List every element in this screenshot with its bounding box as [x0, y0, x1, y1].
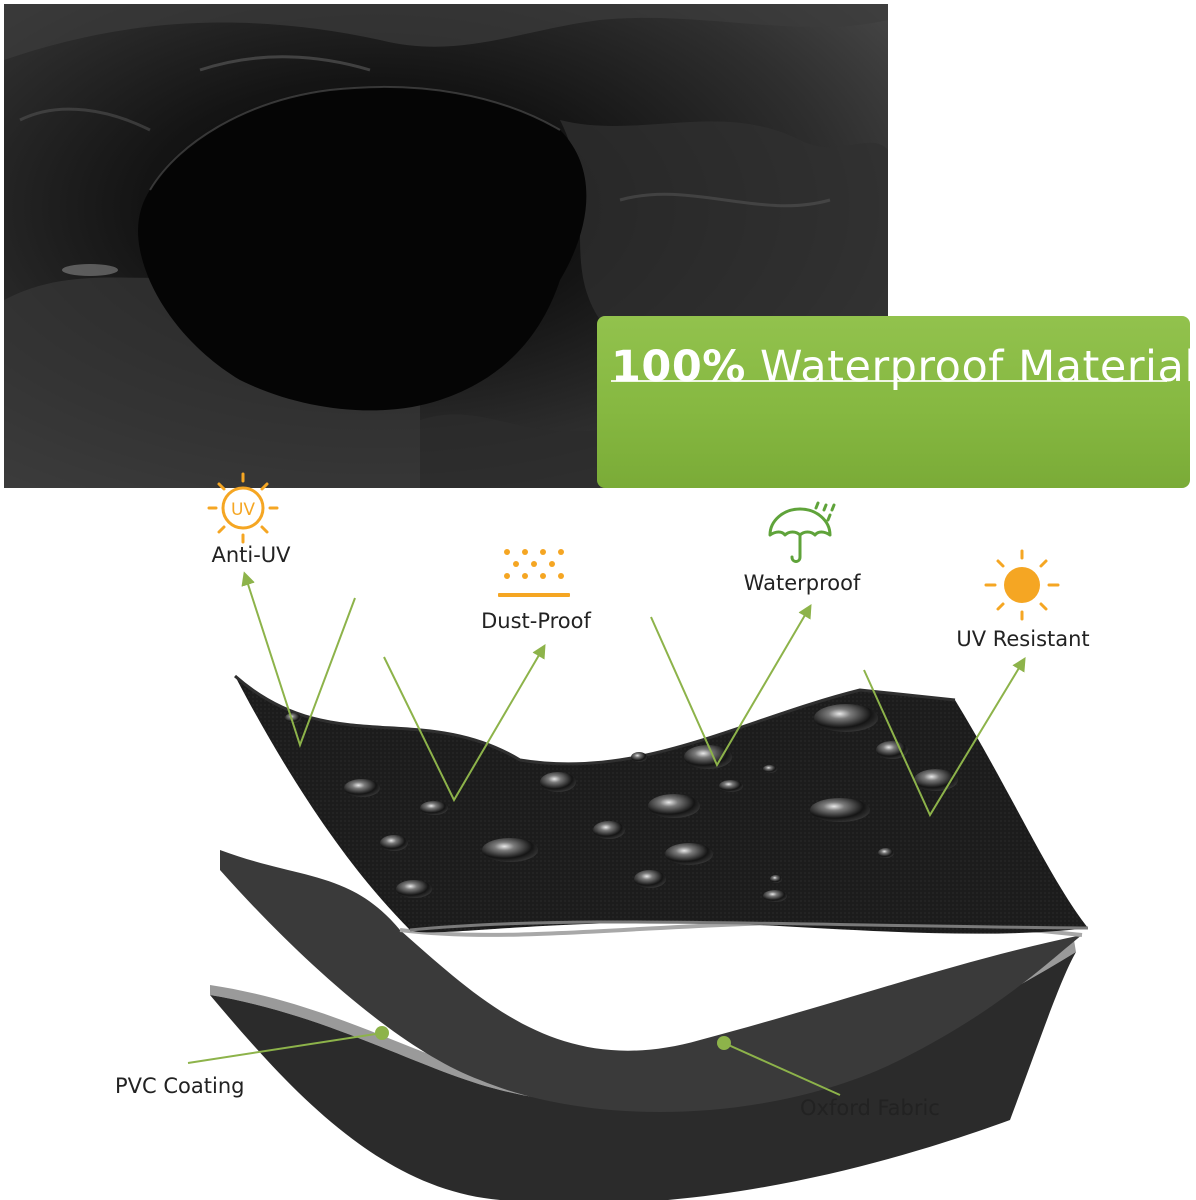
feature-arrows: [241, 571, 1026, 818]
banner-background: [597, 316, 1190, 488]
banner-title: 100% Waterproof Material: [611, 342, 1190, 392]
fabric-layers-diagram: [210, 674, 1089, 1200]
water-droplets: [285, 704, 958, 902]
feature-label-anti-uv: Anti-UV: [211, 543, 291, 567]
feature-label-uv-resistant: UV Resistant: [956, 627, 1090, 651]
layer-callouts: [187, 1026, 841, 1096]
waterproof-banner: 100% Waterproof Material: [597, 316, 1190, 488]
banner-underline: [611, 380, 1167, 382]
layer-pvc-coating: [220, 850, 1082, 1113]
layer-oxford-fabric: [210, 940, 1076, 1106]
feature-label-dust-proof: Dust-Proof: [481, 609, 591, 633]
feature-label-waterproof: Waterproof: [743, 571, 861, 595]
sun-icon: [984, 549, 1060, 621]
banner-title-strong: 100%: [611, 342, 746, 392]
dust-dots-icon: [498, 549, 570, 597]
uv-sun-icon: UV: [207, 472, 279, 544]
waterproof-fabric-photo: [4, 4, 888, 488]
layer-label-pvc-coating: PVC Coating: [115, 1074, 245, 1098]
umbrella-rain-icon: [768, 501, 836, 563]
layer-label-oxford-fabric: Oxford Fabric: [800, 1096, 940, 1120]
banner-title-rest: Waterproof Material: [760, 342, 1190, 392]
uv-icon-text: UV: [231, 500, 255, 520]
